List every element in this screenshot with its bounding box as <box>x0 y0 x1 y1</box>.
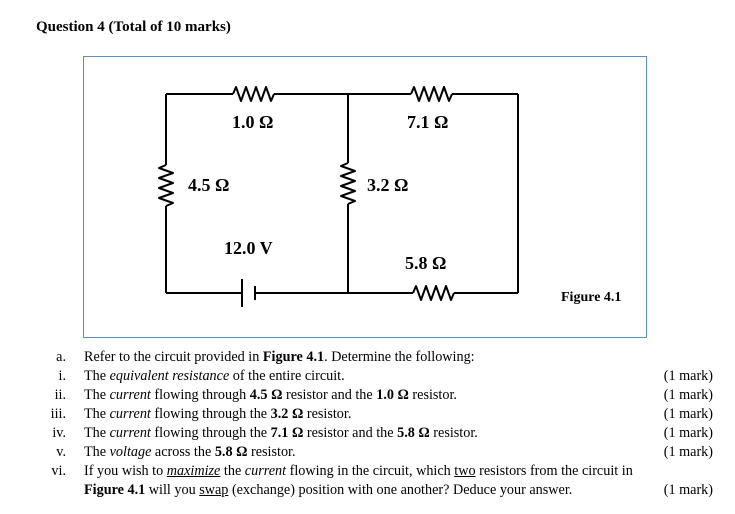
resistor-4-5-zigzag <box>158 164 174 207</box>
resistor-5-8-zigzag <box>412 285 455 301</box>
item-mark: (1 mark) <box>663 387 713 403</box>
item-text: The voltage across the 5.8 Ω resistor. <box>84 444 296 460</box>
circuit-figure: 1.0 Ω 7.1 Ω 4.5 Ω 3.2 Ω 12.0 V 5.8 Ω Fig… <box>83 56 647 338</box>
item-number: iv. <box>52 425 66 441</box>
label-r-1-0: 1.0 Ω <box>232 112 274 132</box>
item-mark: (1 mark) <box>663 482 713 498</box>
resistor-1-0-zigzag <box>232 86 275 102</box>
item-number: v. <box>56 444 66 460</box>
item-number: i. <box>58 368 67 384</box>
item-number: iii. <box>50 406 66 422</box>
item-mark: (1 mark) <box>663 444 713 460</box>
label-r-3-2: 3.2 Ω <box>367 175 409 195</box>
resistor-3-2-zigzag <box>340 162 356 205</box>
part-a-number: a. <box>56 349 66 365</box>
item-number: ii. <box>54 387 66 403</box>
part-a-text: Refer to the circuit provided in Figure … <box>84 349 475 365</box>
item-text: The current flowing through the 3.2 Ω re… <box>84 406 352 422</box>
item-number: vi. <box>51 463 66 479</box>
item-mark: (1 mark) <box>663 425 713 441</box>
question-title: Question 4 (Total of 10 marks) <box>36 19 231 35</box>
figure-caption: Figure 4.1 <box>561 290 622 305</box>
item-mark: (1 mark) <box>663 406 713 422</box>
label-r-5-8: 5.8 Ω <box>405 253 447 273</box>
item-text: The equivalent resistance of the entire … <box>84 368 345 384</box>
label-battery: 12.0 V <box>224 238 273 258</box>
item-text-line-2: Figure 4.1 will you swap (exchange) posi… <box>84 482 573 498</box>
item-text-line-1: If you wish to maximize the current flow… <box>84 463 633 479</box>
circuit-diagram <box>158 86 519 307</box>
resistor-7-1-zigzag <box>410 86 453 102</box>
item-mark: (1 mark) <box>663 368 713 384</box>
label-r-7-1: 7.1 Ω <box>407 112 449 132</box>
item-text: The current flowing through the 7.1 Ω re… <box>84 425 478 441</box>
label-r-4-5: 4.5 Ω <box>188 175 230 195</box>
item-text: The current flowing through 4.5 Ω resist… <box>84 387 457 403</box>
